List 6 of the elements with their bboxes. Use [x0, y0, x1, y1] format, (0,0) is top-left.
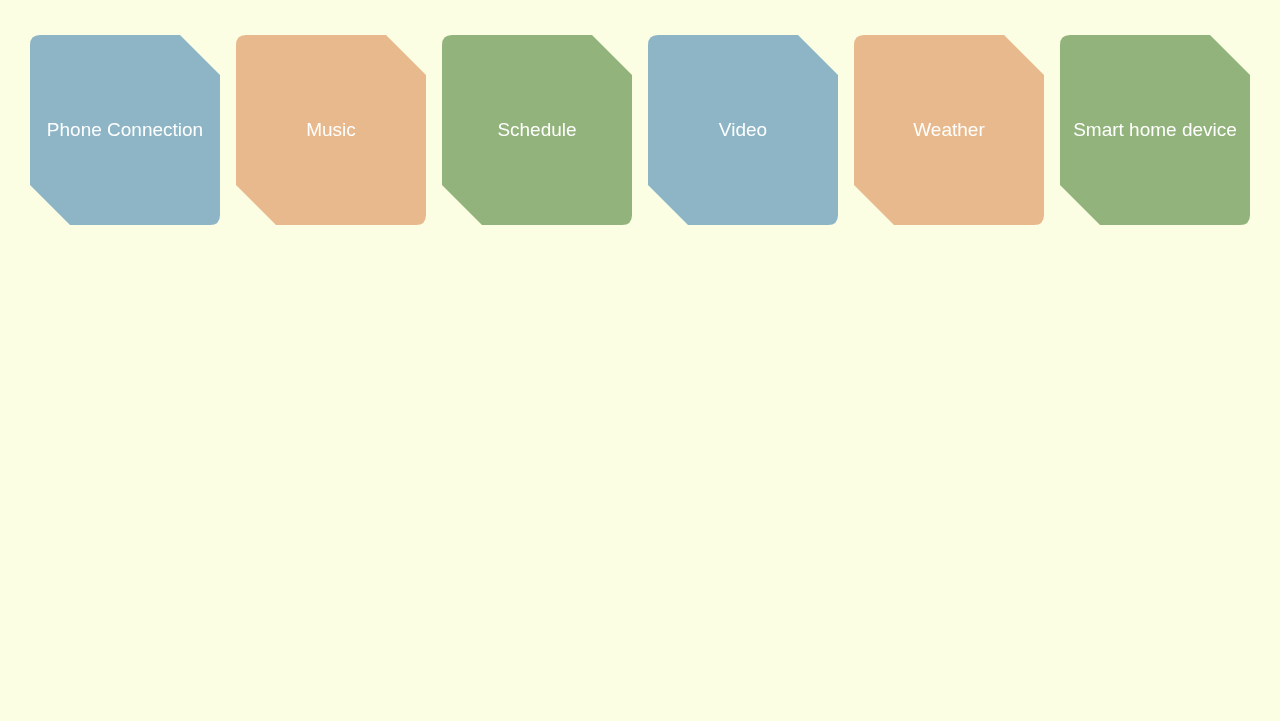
card-label: Phone Connection — [45, 118, 205, 142]
card-label: Music — [305, 118, 357, 142]
card-label: Schedule — [496, 118, 578, 142]
card-label: Video — [717, 118, 769, 142]
card-label: Smart home device — [1072, 118, 1238, 142]
card-label: Weather — [912, 118, 986, 142]
